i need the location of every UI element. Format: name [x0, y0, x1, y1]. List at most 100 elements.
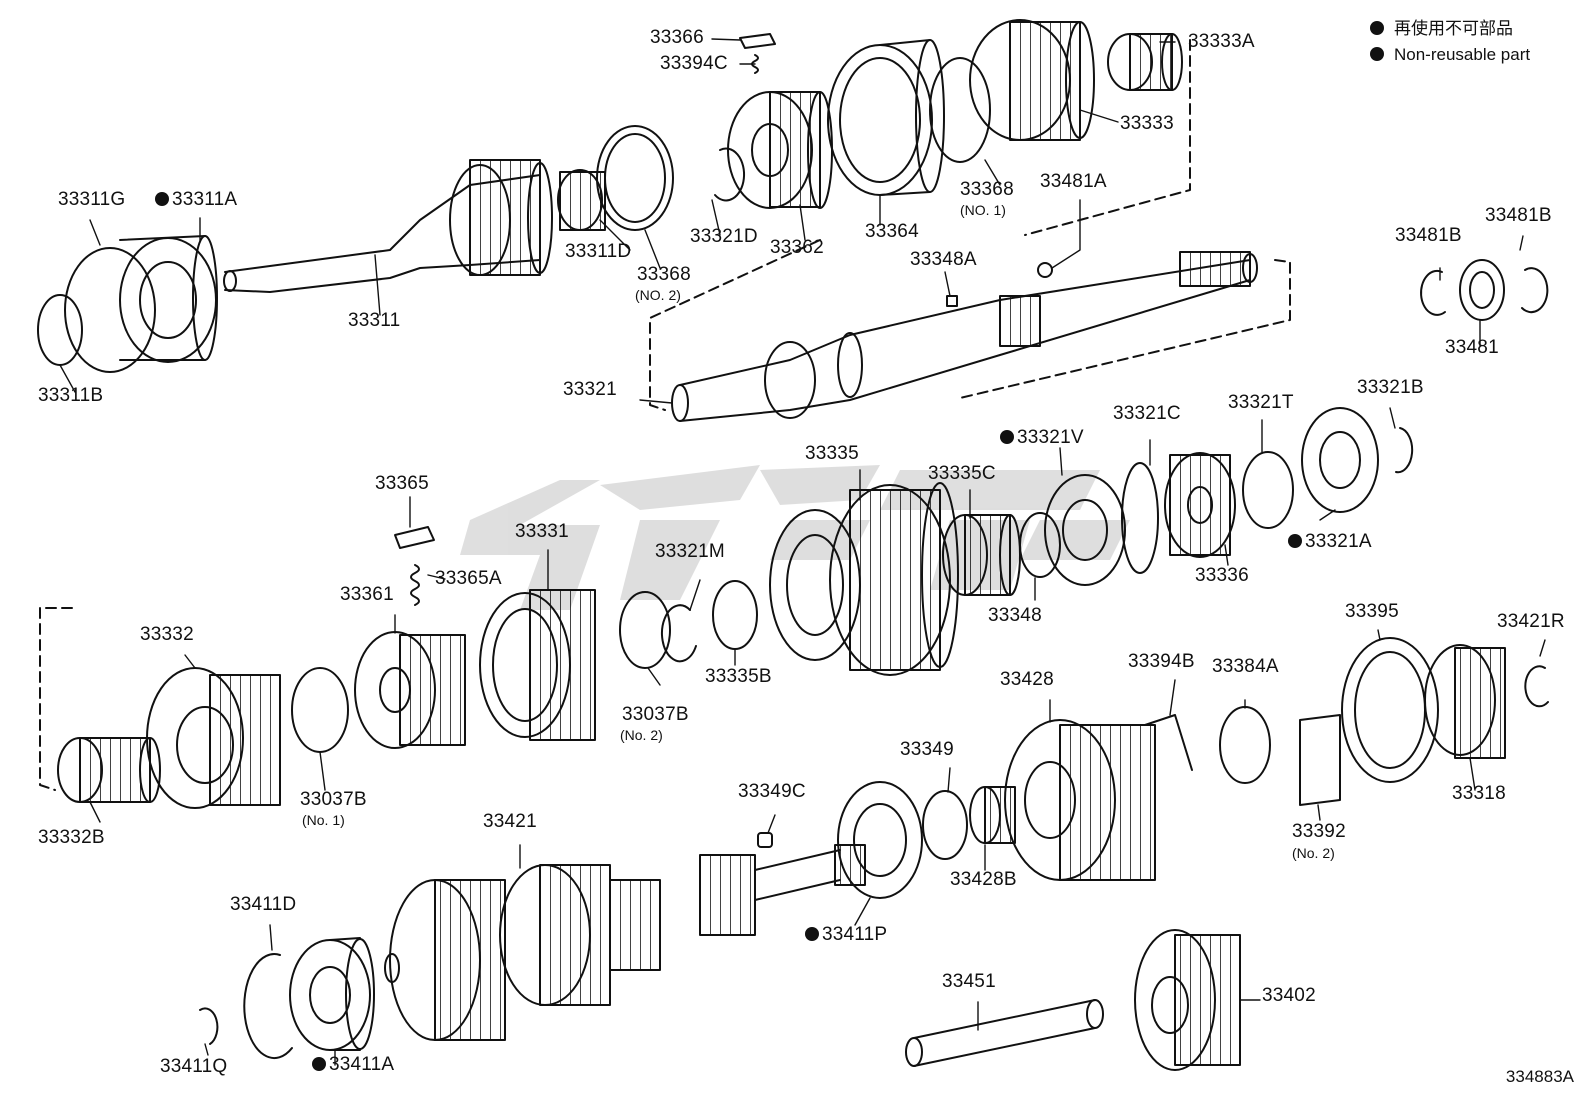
leader-lines [59, 38, 1546, 1066]
part-label-33428B[interactable]: 33428B [950, 869, 1017, 890]
snap-ring-33321M [660, 604, 697, 663]
non-reusable-dot-icon [1288, 534, 1302, 548]
part-label-33368-no1[interactable]: 33368 [960, 179, 1014, 200]
ball-33481A [1037, 262, 1053, 278]
gear-33335 [769, 482, 959, 676]
part-label-33332B[interactable]: 33332B [38, 827, 105, 848]
bearing-33481 [1459, 259, 1505, 321]
part-label-33402[interactable]: 33402 [1262, 985, 1316, 1006]
legend-item-japanese: 再使用不可部品 [1370, 16, 1530, 42]
part-label-33481[interactable]: 33481 [1445, 337, 1499, 358]
part-label-33428[interactable]: 33428 [1000, 669, 1054, 690]
part-label-33321V[interactable]: 33321V [1000, 428, 1084, 447]
part-label-33311[interactable]: 33311 [348, 310, 401, 331]
bearing-33411P [837, 781, 923, 899]
part-label-33395[interactable]: 33395 [1345, 601, 1399, 622]
part-label-33321A[interactable]: 33321A [1288, 532, 1372, 551]
part-label-33392[interactable]: 33392 [1292, 821, 1346, 842]
ball-33349C [757, 832, 773, 848]
sublabel-33368-no1: (NO. 1) [960, 202, 1006, 218]
gear-33336 [1164, 452, 1236, 558]
part-label-33451[interactable]: 33451 [942, 971, 996, 992]
bullet-icon [1370, 47, 1384, 61]
part-label-33481A[interactable]: 33481A [1040, 171, 1107, 192]
ball-33348A [946, 295, 958, 307]
sleeve-33331 [479, 589, 596, 741]
sublabel-33368-no2: (NO. 2) [635, 287, 681, 303]
part-label-33335C[interactable]: 33335C [928, 463, 996, 484]
part-label-33332[interactable]: 33332 [140, 624, 194, 645]
bearing-33411A [289, 937, 375, 1051]
part-label-33311G[interactable]: 33311G [58, 189, 126, 210]
synchro-ring-no2 [596, 125, 674, 231]
shifting-key-33366 [739, 33, 776, 49]
ring-33384A [1219, 706, 1271, 784]
snap-ring-33481B-left [1420, 269, 1446, 316]
part-label-33311D[interactable]: 33311D [565, 241, 632, 262]
part-label-33321T[interactable]: 33321T [1228, 392, 1294, 413]
spring-33365A [410, 564, 420, 606]
output-shaft-33321 [671, 251, 1258, 422]
bearing-33321A [1301, 407, 1379, 513]
part-label-33348[interactable]: 33348 [988, 605, 1042, 626]
needle-bearing-33332B [57, 737, 161, 803]
part-label-33333A[interactable]: 33333A [1188, 31, 1255, 52]
part-label-33411Q[interactable]: 33411Q [160, 1056, 228, 1077]
part-label-33366[interactable]: 33366 [650, 27, 704, 48]
part-label-33411A[interactable]: 33411A [312, 1055, 394, 1074]
needle-bearing-33335C [942, 514, 1021, 596]
sleeve-33395 [1341, 637, 1439, 783]
part-label-33421R[interactable]: 33421R [1497, 611, 1565, 632]
part-label-33331[interactable]: 33331 [515, 521, 569, 542]
snap-ring-33481B-right [1521, 267, 1549, 314]
part-label-33336[interactable]: 33336 [1195, 565, 1249, 586]
non-reusable-dot-icon [155, 192, 169, 206]
bearing-33321V [1044, 462, 1159, 586]
part-label-33394B[interactable]: 33394B [1128, 651, 1195, 672]
part-label-33321B[interactable]: 33321B [1357, 377, 1424, 398]
sublabel-33392-no2: (No. 2) [1292, 845, 1335, 861]
snap-ring-33321D [714, 147, 746, 202]
part-label-33421[interactable]: 33421 [483, 811, 537, 832]
needle-bearing-33428B [969, 786, 1016, 844]
part-label-33349[interactable]: 33349 [900, 739, 954, 760]
part-label-33362[interactable]: 33362 [770, 237, 824, 258]
part-label-33349C[interactable]: 33349C [738, 781, 806, 802]
snap-ring-33411Q [199, 1007, 219, 1045]
part-label-33037B-no2[interactable]: 33037B [622, 704, 689, 725]
part-label-33384A[interactable]: 33384A [1212, 656, 1279, 677]
part-label-33333[interactable]: 33333 [1120, 113, 1174, 134]
part-label-33311B[interactable]: 33311B [38, 385, 104, 406]
part-label-33348A[interactable]: 33348A [910, 249, 977, 270]
part-label-33318[interactable]: 33318 [1452, 783, 1506, 804]
part-label-33361[interactable]: 33361 [340, 584, 394, 605]
part-label-33481B-right[interactable]: 33481B [1485, 205, 1552, 226]
input-shaft-33311 [37, 159, 606, 373]
snap-ring-33421R [1524, 665, 1549, 708]
hub-33361 [354, 631, 466, 749]
gear-33333 [929, 19, 1095, 163]
part-label-33368-no2[interactable]: 33368 [637, 264, 691, 285]
part-label-33364[interactable]: 33364 [865, 221, 919, 242]
part-label-33321C[interactable]: 33321C [1113, 403, 1181, 424]
part-label-33365A[interactable]: 33365A [435, 568, 502, 589]
part-label-33311A[interactable]: 33311A [155, 190, 237, 209]
shifting-key-33365 [394, 526, 435, 549]
snap-ring-33411D [243, 953, 293, 1059]
part-label-33321D[interactable]: 33321D [690, 226, 758, 247]
non-reusable-dot-icon [1000, 430, 1014, 444]
part-label-33321[interactable]: 33321 [563, 379, 617, 400]
part-label-33335[interactable]: 33335 [805, 443, 859, 464]
part-label-33394C[interactable]: 33394C [660, 53, 728, 74]
part-label-33037B-no1[interactable]: 33037B [300, 789, 367, 810]
key-33394B [1144, 714, 1193, 771]
part-label-33411D[interactable]: 33411D [230, 894, 297, 915]
part-label-33481B-left[interactable]: 33481B [1395, 225, 1462, 246]
part-label-33411P[interactable]: 33411P [805, 925, 887, 944]
part-label-33335B[interactable]: 33335B [705, 666, 772, 687]
part-label-33365[interactable]: 33365 [375, 473, 429, 494]
part-label-33321M[interactable]: 33321M [655, 541, 725, 562]
non-reusable-dot-icon [312, 1057, 326, 1071]
